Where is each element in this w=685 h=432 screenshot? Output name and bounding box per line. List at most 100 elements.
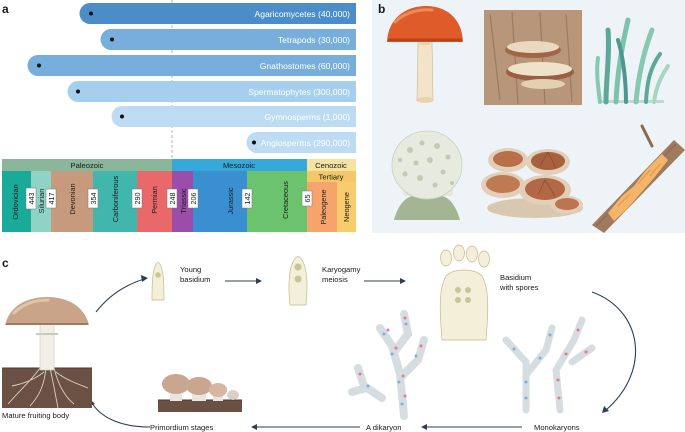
age-tag: 443 [25, 187, 37, 210]
svg-text:142: 142 [243, 193, 252, 205]
panel-c: c Young basidium [2, 244, 637, 432]
origin-dot [252, 140, 256, 145]
period-label: Permian [150, 186, 159, 214]
age-tag: 206 [187, 188, 199, 209]
period-paleogene [307, 182, 337, 232]
stage-label-basidium-spores: with spores [499, 283, 539, 292]
period-label: Triassic [179, 188, 188, 213]
lineage-bar-agaricomycetes: Agaricomycetes (40,000) [79, 3, 356, 24]
period-label: Jurassic [226, 187, 235, 214]
monokaryon-nuclei [512, 328, 588, 400]
period-triassic [172, 171, 193, 232]
bracket-fungus-on-bark-illustration [484, 10, 582, 105]
coral-fungus-green-illustration [595, 17, 670, 105]
arrow-to-mature [91, 402, 151, 428]
svg-text:417: 417 [47, 193, 56, 205]
lineage-label: Gnathostomes (60,000) [260, 61, 350, 71]
svg-text:443: 443 [27, 193, 36, 205]
stage-label-karyogamy: Karyogamy [322, 265, 361, 274]
period-label: Devonian [68, 183, 77, 214]
mushroom-orange-cap-illustration [387, 6, 463, 103]
era-label: Mesozoic [223, 161, 255, 170]
period-label: Silurian [37, 189, 46, 214]
period-label: Ordovician [11, 184, 20, 219]
lineage-bar-spermatophytes: Spermatophytes (300,000) [67, 81, 356, 102]
panel-label-c: c [2, 256, 9, 270]
origin-dot [120, 114, 124, 119]
panel-label-b: b [378, 2, 385, 16]
origin-dot [89, 11, 93, 16]
stage-label-dikaryon: A dikaryon [366, 423, 401, 432]
period-row: Ordovician Silurian Devonian Carbonifero… [2, 171, 356, 232]
panel-b: b [372, 0, 685, 233]
period-carboniferous [93, 171, 137, 232]
era-cenozoic [307, 159, 356, 171]
crust-fungus-on-branch-illustration [592, 124, 685, 233]
arrow-to-monokaryons [591, 291, 637, 411]
period-permian [137, 171, 172, 232]
origin-dot [110, 37, 114, 42]
lineage-label: Gymnosperms (1,000) [265, 112, 351, 122]
dikaryon-nuclei [358, 316, 423, 406]
lineage-label: Spermatophytes (300,000) [248, 87, 350, 97]
age-tags: 443 417 354 290 248 206 [25, 187, 313, 210]
arrow-to-young-basidium [95, 278, 145, 313]
era-row: Paleozoic Mesozoic Cenozoic Tertiary [2, 159, 356, 182]
lineage-bar-tetrapods: Tetrapods (30,000) [100, 29, 356, 50]
era-label: Paleozoic [71, 161, 104, 170]
stage-label-basidium-spores: Basidium [500, 273, 531, 282]
period-label: Carboniferous [111, 175, 120, 222]
period-label: Neogene [342, 192, 351, 222]
monokaryon-hyphae-illustration [502, 316, 596, 414]
life-cycle-arrows [91, 278, 637, 428]
era-label: Cenozoic [315, 161, 347, 170]
svg-text:206: 206 [189, 193, 198, 205]
karyogamy-cell-illustration [288, 255, 308, 306]
lineage-bar-gnathostomes: Gnathostomes (60,000) [27, 55, 356, 76]
panel-a: a Agaricomycetes (40,000) Tetrapods (30,… [2, 0, 357, 232]
age-tag: 290 [131, 188, 143, 209]
period-devonian [51, 171, 93, 232]
dikaryon-hyphae-illustration [348, 310, 428, 420]
period-neogene [337, 182, 356, 232]
svg-text:248: 248 [168, 193, 177, 205]
stage-label-mature: Mature fruiting body [2, 411, 69, 420]
lineage-label: Angiosperms (290,000) [261, 138, 350, 148]
puffball-mushroom-illustration [391, 130, 463, 220]
lineage-bars: Agaricomycetes (40,000) Tetrapods (30,00… [27, 3, 357, 153]
origin-dot [76, 89, 80, 94]
lineage-bar-angiosperms: Angiosperms (290,000) [246, 132, 356, 153]
stage-label-primordium: Primordium stages [150, 423, 214, 432]
basidium-with-spores-illustration [439, 244, 490, 341]
era-tertiary [307, 171, 356, 182]
period-silurian [31, 171, 51, 232]
primordium-stages-illustration [158, 374, 242, 412]
age-tag: 354 [87, 188, 99, 209]
era-paleozoic [2, 159, 172, 171]
stage-label-young-basidium: basidium [180, 275, 210, 284]
stage-label-monokaryons: Monokaryons [534, 423, 580, 432]
svg-text:290: 290 [133, 193, 142, 205]
age-tag: 142 [241, 188, 253, 209]
period-jurassic [193, 171, 247, 232]
period-label: Cretaceous [281, 181, 290, 219]
svg-text:65: 65 [303, 195, 312, 203]
period-label: Paleogene [319, 189, 328, 224]
mature-fruiting-body-illustration [2, 297, 92, 409]
svg-text:354: 354 [89, 193, 98, 205]
panel-label-a: a [2, 2, 9, 16]
lineage-label: Agaricomycetes (40,000) [254, 9, 350, 19]
era-mesozoic [172, 159, 307, 171]
age-tag: 417 [45, 188, 57, 209]
age-tag: 248 [166, 188, 178, 209]
young-basidium-illustration [151, 261, 165, 301]
period-cretaceous [247, 171, 307, 232]
lineage-label: Tetrapods (30,000) [278, 35, 350, 45]
lineage-bar-gymnosperms: Gymnosperms (1,000) [111, 106, 357, 127]
stage-label-karyogamy: meiosis [322, 275, 348, 284]
era-label: Tertiary [319, 173, 344, 182]
cluster-bracket-fungi-illustration [481, 148, 583, 218]
stage-label-young-basidium: Young [180, 265, 201, 274]
origin-dot [37, 63, 41, 68]
